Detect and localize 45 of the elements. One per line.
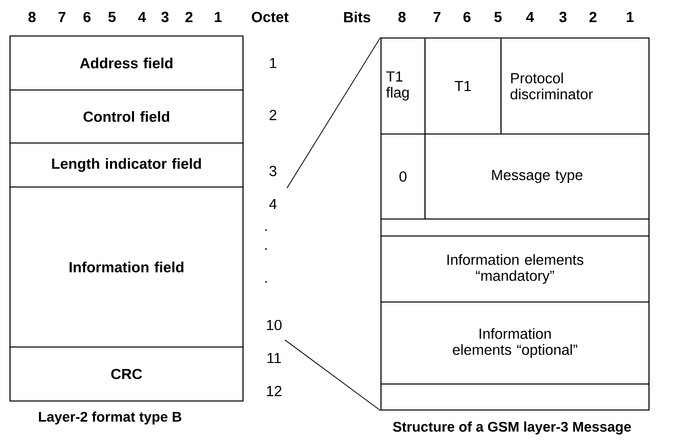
bit-number: 5 bbox=[108, 12, 116, 22]
bit-number: 1 bbox=[214, 12, 222, 22]
octet-number: 12 bbox=[266, 386, 282, 396]
bit-number: 1 bbox=[626, 12, 634, 22]
zoom-line bbox=[286, 37, 381, 188]
octet-number: . bbox=[265, 248, 267, 250]
octet-number: . bbox=[265, 229, 267, 231]
octet-number: 2 bbox=[270, 110, 276, 120]
field-box: Length indicator field bbox=[9, 142, 244, 188]
bit-number: 8 bbox=[28, 12, 36, 22]
bit-number: 6 bbox=[463, 12, 471, 22]
bit-number: 4 bbox=[138, 12, 146, 22]
caption: Structure of a GSM layer-3 Message bbox=[392, 421, 631, 435]
bit-number: 3 bbox=[161, 12, 169, 22]
bit-number: 8 bbox=[398, 12, 406, 22]
octet-number: 11 bbox=[268, 352, 281, 364]
field-box: T1 bbox=[424, 37, 502, 135]
field-box: Protocol discriminator bbox=[500, 37, 650, 135]
bit-number: 6 bbox=[83, 12, 91, 22]
field-box: Information elements “optional” bbox=[380, 301, 650, 385]
field-box: T1 flag bbox=[380, 37, 426, 135]
field-box: Message type bbox=[424, 133, 650, 220]
column-header: Bits bbox=[344, 12, 370, 22]
field-box: CRC bbox=[9, 346, 244, 402]
bit-number: 7 bbox=[434, 12, 440, 22]
octet-number: 4 bbox=[269, 198, 277, 210]
octet-number: 10 bbox=[266, 320, 282, 330]
bit-number: 3 bbox=[559, 12, 567, 22]
octet-number: . bbox=[265, 281, 267, 283]
bit-number: 4 bbox=[526, 12, 534, 22]
empty-row-box bbox=[380, 383, 650, 411]
bit-number: 2 bbox=[589, 12, 596, 22]
bit-number: 7 bbox=[58, 12, 66, 22]
zoom-line bbox=[284, 340, 381, 411]
column-header: Octet bbox=[252, 12, 289, 22]
octet-number: 1 bbox=[270, 58, 276, 68]
empty-row-box bbox=[380, 218, 650, 237]
field-box: 0 bbox=[380, 133, 426, 220]
octet-number: 3 bbox=[270, 166, 276, 176]
field-box: Address field bbox=[9, 35, 244, 91]
field-box: Information field bbox=[9, 186, 244, 348]
bit-number: 5 bbox=[494, 12, 502, 22]
field-box: Information elements “mandatory” bbox=[380, 235, 650, 303]
bit-number: 2 bbox=[185, 12, 192, 22]
field-box: Control field bbox=[9, 89, 244, 144]
